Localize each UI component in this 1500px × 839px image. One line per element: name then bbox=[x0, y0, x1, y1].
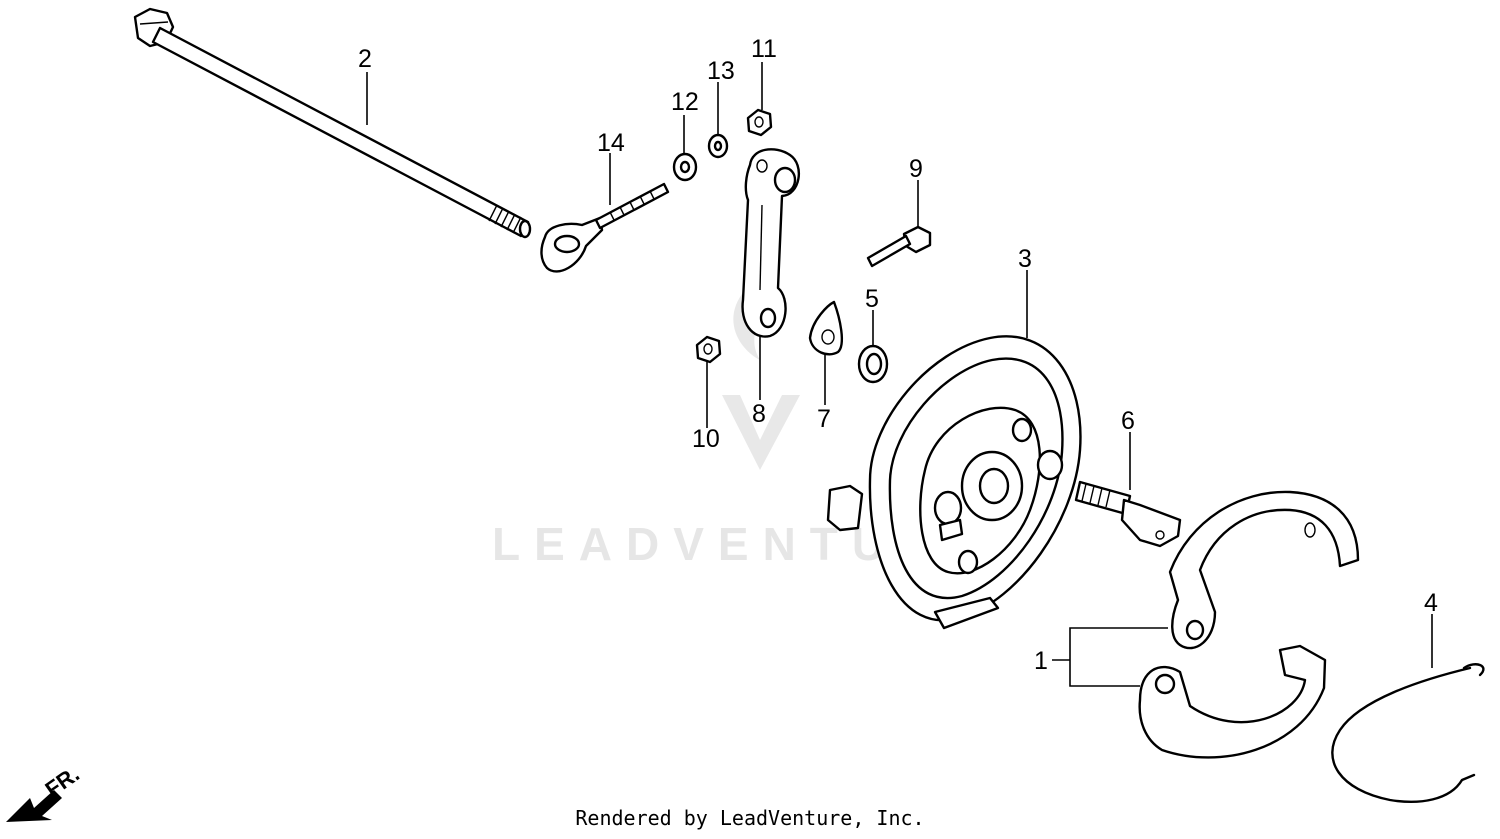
callout-6: 6 bbox=[1121, 407, 1135, 435]
chain-adjuster-part bbox=[540, 182, 670, 273]
indicator-plate-part bbox=[808, 300, 844, 356]
leader-lines bbox=[366, 62, 1433, 687]
spring-part bbox=[1331, 663, 1485, 803]
lock-washer-part-13 bbox=[707, 133, 729, 159]
torque-link-part bbox=[741, 148, 800, 338]
callout-7: 7 bbox=[817, 405, 831, 433]
callout-3: 3 bbox=[1018, 245, 1032, 273]
front-label: FR. bbox=[41, 761, 84, 802]
callout-14: 14 bbox=[597, 129, 625, 157]
callout-9: 9 bbox=[909, 155, 923, 183]
footer-credit: Rendered by LeadVenture, Inc. bbox=[575, 806, 925, 830]
bolt-part-9 bbox=[866, 225, 932, 268]
axle-part bbox=[133, 7, 532, 239]
brake-shoes-part bbox=[1138, 490, 1360, 759]
seal-part bbox=[857, 344, 889, 384]
washer-part-12 bbox=[672, 152, 698, 182]
brake-panel-part bbox=[826, 335, 1082, 630]
nut-part-11 bbox=[746, 108, 773, 137]
callout-13: 13 bbox=[707, 57, 735, 85]
callout-2: 2 bbox=[358, 45, 372, 73]
callout-5: 5 bbox=[865, 285, 879, 313]
callout-10: 10 bbox=[692, 425, 720, 453]
callout-4: 4 bbox=[1424, 589, 1438, 617]
front-arrow-icon bbox=[6, 790, 62, 822]
callout-8: 8 bbox=[752, 400, 766, 428]
callout-11: 11 bbox=[751, 35, 777, 63]
callout-labels: 2 14 12 13 11 9 3 5 8 7 10 6 4 1 bbox=[358, 35, 1438, 675]
nut-part-10 bbox=[695, 335, 722, 364]
callout-1: 1 bbox=[1034, 647, 1048, 675]
callout-12: 12 bbox=[671, 88, 699, 116]
brake-cam-part bbox=[1074, 480, 1182, 548]
